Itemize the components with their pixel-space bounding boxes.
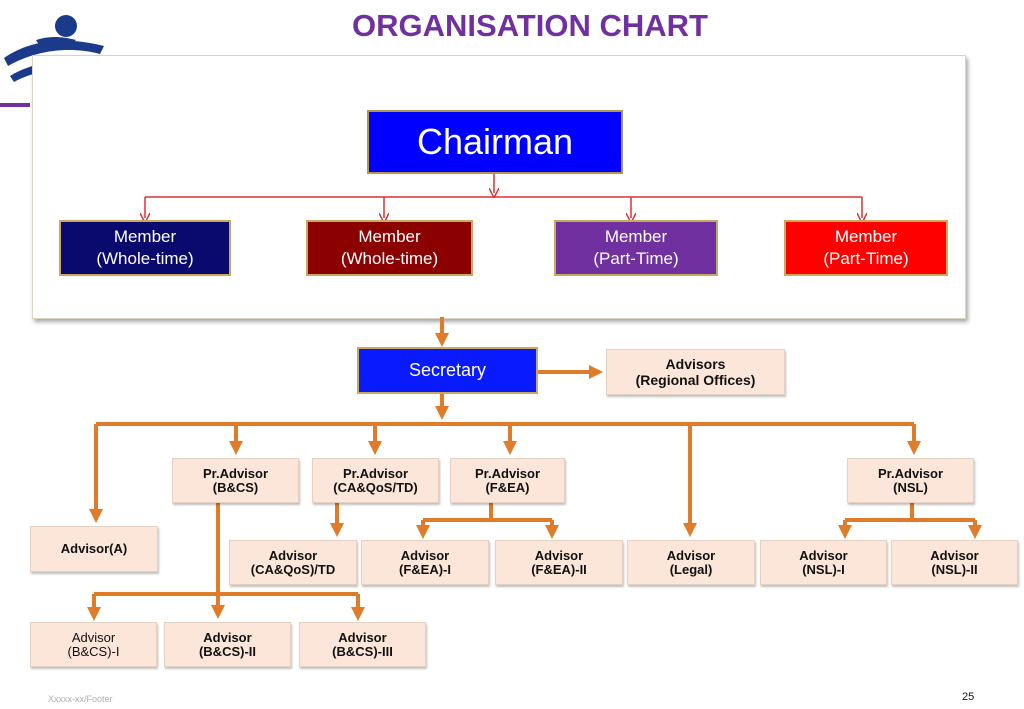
advisor-fea-2-box: Advisor (F&EA)-II	[495, 540, 623, 585]
advisor-a-box: Advisor(A)	[30, 526, 158, 572]
pr-advisor-caqos-box: Pr.Advisor (CA&QoS/TD)	[312, 458, 439, 503]
advisor-legal-box: Advisor (Legal)	[627, 540, 755, 585]
advisors-regional-offices-box: Advisors (Regional Offices)	[606, 349, 785, 395]
advisor-fea-1-box: Advisor (F&EA)-I	[361, 540, 489, 585]
member-part-time-1: Member (Part-Time)	[554, 220, 718, 276]
page-number: 25	[962, 691, 975, 703]
logo-divider	[0, 103, 30, 107]
pr-advisor-fea-box: Pr.Advisor (F&EA)	[450, 458, 565, 503]
member-part-time-2: Member (Part-Time)	[784, 220, 948, 276]
pr-advisor-nsl-box: Pr.Advisor (NSL)	[847, 458, 974, 503]
advisor-nsl-2-box: Advisor (NSL)-II	[891, 540, 1018, 585]
secretary-box: Secretary	[357, 347, 538, 394]
advisor-nsl-1-box: Advisor (NSL)-I	[760, 540, 887, 585]
pr-advisor-bcs-box: Pr.Advisor (B&CS)	[172, 458, 299, 503]
member-whole-time-2: Member (Whole-time)	[306, 220, 473, 276]
advisor-bcs-1-box: Advisor (B&CS)-I	[30, 622, 157, 667]
member-whole-time-1: Member (Whole-time)	[59, 220, 231, 276]
footer-text: Xxxxx-xx/Footer	[48, 694, 113, 704]
advisor-bcs-3-box: Advisor (B&CS)-III	[299, 622, 426, 667]
chairman-box: Chairman	[367, 110, 623, 174]
advisor-caqos-td-box: Advisor (CA&QoS)/TD	[229, 540, 357, 585]
page-title: ORGANISATION CHART	[352, 8, 708, 43]
advisor-bcs-2-box: Advisor (B&CS)-II	[164, 622, 291, 667]
